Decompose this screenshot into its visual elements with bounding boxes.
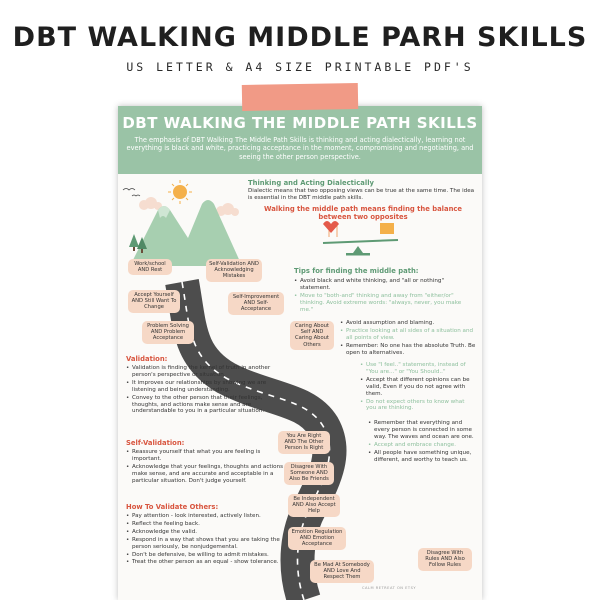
bubble-disagree-rules: Disagree With Rules AND Also Follow Rule… (418, 548, 472, 571)
how-to-item: Reflect the feeling back. (126, 521, 290, 528)
how-to-validate-heading: How To Validate Others: (126, 503, 219, 511)
validation-heading: Validation: (126, 355, 168, 363)
bubble-emotion-regulation: Emotion Regulation AND Emotion Acceptanc… (288, 527, 346, 550)
validation-item: Validation is finding the kernel of trut… (126, 365, 286, 379)
bubble-disagree-friends: Disagree With Someone AND Also Be Friend… (284, 462, 334, 485)
bubble-be-mad: Be Mad At Somebody AND Love And Respect … (310, 560, 374, 583)
tip-item: Avoid black and white thinking, and "all… (294, 278, 474, 292)
bubble-work-rest: Work/school AND Rest (128, 259, 172, 276)
tip-item: Accept that different opinions can be va… (360, 377, 476, 398)
how-to-item: Pay attention - look interested, activel… (126, 513, 290, 520)
footer-credit: CALM RETREAT ON ETSY (362, 586, 417, 590)
tips-list-mid: Avoid assumption and blaming. Practice l… (340, 320, 476, 358)
bubble-self-validation: Self-Validation AND Acknowledging Mistak… (206, 259, 262, 282)
balance-scale-icon (322, 221, 399, 256)
worksheet-preview: DBT WALKING THE MIDDLE PATH SKILLS The e… (118, 106, 482, 600)
cloud-icon (139, 197, 162, 210)
sheet-title: DBT WALKING THE MIDDLE PATH SKILLS (122, 114, 478, 132)
tip-item: Accept and embrace change. (368, 442, 476, 449)
tips-list-low: Use "I feel.." statements, instead of "Y… (360, 362, 476, 413)
self-validation-list: Reassure yourself that what you are feel… (126, 449, 284, 486)
self-validation-item: Reassure yourself that what you are feel… (126, 449, 284, 463)
tip-item: Do not expect others to know what you ar… (360, 399, 476, 413)
title-band (118, 106, 482, 174)
bubble-you-are-right: You Are Right AND The Other Person Is Ri… (278, 431, 330, 454)
cloud-icon (216, 203, 239, 216)
tree-icon (129, 234, 147, 253)
tip-item: Remember: No one has the absolute Truth.… (340, 343, 476, 357)
tip-item: Move to "both-and" thinking and away fro… (294, 293, 474, 314)
thinking-body: Dialectic means that two opposing views … (248, 188, 475, 201)
how-to-item: Treat the other person as an equal - sho… (126, 559, 290, 566)
tips-list-top: Avoid black and white thinking, and "all… (294, 278, 474, 315)
validation-item: It improves our relationships by showing… (126, 380, 286, 394)
tip-item: Practice looking at all sides of a situa… (340, 328, 476, 342)
tips-heading: Tips for finding the middle path: (294, 267, 419, 275)
sun-icon (168, 180, 192, 204)
bubble-self-improvement: Self-Improvement AND Self-Acceptance (228, 292, 284, 315)
validation-item: Convey to the other person that their fe… (126, 395, 286, 416)
how-to-item: Acknowledge the valid. (126, 529, 290, 536)
bubble-accept-yourself: Accept Yourself AND Still Want To Change (128, 290, 180, 313)
tip-item: Remember that everything and every perso… (368, 420, 476, 441)
sub-title: US LETTER & A4 SIZE PRINTABLE PDF'S (126, 60, 474, 74)
self-validation-item: Acknowledge that your feelings, thoughts… (126, 464, 284, 485)
how-to-validate-list: Pay attention - look interested, activel… (126, 513, 290, 567)
main-title: DBT WALKING MIDDLE PARH SKILLS (12, 22, 588, 53)
mountains-icon (130, 200, 242, 266)
tip-item: All people have something unique, differ… (368, 450, 476, 464)
bird-icon (122, 188, 136, 191)
bubble-problem-solving: Problem Solving AND Problem Acceptance (142, 321, 194, 344)
self-validation-heading: Self-Validation: (126, 439, 185, 447)
how-to-item: Don't be defensive, be willing to admit … (126, 552, 290, 559)
how-to-item: Respond in a way that shows that you are… (126, 537, 290, 551)
tips-list-bottom: Remember that everything and every perso… (368, 420, 476, 464)
balance-heading: Walking the middle path means finding th… (263, 205, 463, 221)
tape-strip (241, 82, 359, 112)
bubble-caring: Caring About Self AND Caring About Other… (290, 321, 334, 350)
bird-icon (131, 194, 141, 197)
thinking-heading: Thinking and Acting Dialectically (248, 179, 374, 187)
bubble-independent: Be Independent AND Also Accept Help (288, 494, 340, 517)
validation-list: Validation is finding the kernel of trut… (126, 365, 286, 416)
tip-item: Use "I feel.." statements, instead of "Y… (360, 362, 476, 376)
tip-item: Avoid assumption and blaming. (340, 320, 476, 327)
intro-text: The emphasis of DBT Walking The Middle P… (126, 136, 474, 161)
